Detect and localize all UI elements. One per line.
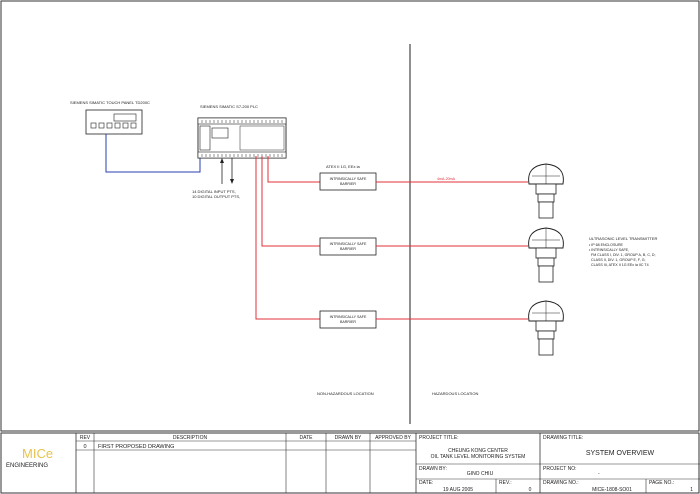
io-label-input: 14 DIGITAL INPUT PTS,: [192, 189, 236, 194]
header-drawn-by: DRAWN BY: [335, 435, 362, 441]
plc-unit: [197, 117, 287, 159]
revision-row-description: FIRST PROPOSED DRAWING: [98, 444, 174, 450]
drawing-title-label: DRAWING TITLE:: [543, 435, 583, 441]
rev-value: 0: [529, 487, 532, 493]
page-no-value: 1: [690, 487, 693, 493]
atex-label: ATEX II 1G, EEx ia: [326, 164, 360, 169]
barrier-2-sublabel: BARRIER: [340, 247, 356, 251]
drawing-no-value: MICE-1808-SO01: [592, 487, 632, 493]
project-title-label: PROJECT TITLE:: [419, 435, 459, 441]
touch-panel-screen: [113, 113, 137, 122]
touch-panel: [85, 109, 143, 135]
drawn-by-value: GINO CHIU: [467, 471, 494, 477]
drawing-no-label: DRAWING NO.:: [543, 480, 579, 486]
signal-line-1-plc: [267, 156, 320, 183]
barrier-3-sublabel: BARRIER: [340, 320, 356, 324]
project-title-line1: CHEUNG KONG CENTER: [448, 448, 508, 454]
transmitter-spec-2: • INTRINSICALLY SAFE,: [589, 248, 629, 252]
drawn-by-label: DRAWN BY:: [419, 466, 447, 472]
transmitter-spec-1: • IP 68 ENCLOSURE: [589, 243, 624, 247]
io-label-output: 10 DIGITAL OUTPUT PTS,: [192, 194, 240, 199]
barrier-3-label: INTRINSICALLY SAFE: [330, 315, 367, 319]
transmitter-spec-4: CLASS II, DIV. 1, GROUP E, F, G;: [591, 258, 646, 262]
project-no-value: -: [598, 471, 600, 477]
header-rev: REV: [80, 435, 91, 441]
signal-line-3-plc: [255, 156, 320, 320]
transmitter-spec-5: CLASS III, ATEX II 1G EEx ia IIC T4: [591, 263, 649, 267]
non-hazardous-label: NON-HAZARDOUS LOCATION: [317, 391, 374, 396]
date-label: DATE:: [419, 480, 433, 486]
rev-label: REV.:: [499, 480, 512, 486]
hazardous-label: HAZARDOUS LOCATION: [432, 391, 478, 396]
barrier-1-sublabel: BARRIER: [340, 182, 356, 186]
header-approved-by: APPROVED BY: [375, 435, 412, 441]
transmitter-title: ULTRASONIC LEVEL TRANSMITTER: [589, 236, 657, 241]
company-logo: MICe: [22, 446, 53, 461]
plc-label: SIEMENS SIMATIC S7-200 PLC: [200, 104, 258, 109]
level-transmitter-2: [528, 227, 564, 283]
header-date: DATE: [300, 435, 314, 441]
barrier-1-label: INTRINSICALLY SAFE: [330, 177, 367, 181]
project-no-label: PROJECT NO:: [543, 466, 577, 472]
signal-label: 4mA-20mA: [437, 177, 456, 181]
level-transmitter-3: [528, 300, 564, 356]
project-title-line2: OIL TANK LEVEL MONITORING SYSTEM: [431, 454, 526, 460]
revision-row-rev: 0: [83, 444, 86, 450]
header-description: DESCRIPTION: [173, 435, 208, 441]
level-transmitter-1: [528, 163, 564, 219]
title-block: MICe ENGINEERING REV DESCRIPTION DATE DR…: [0, 432, 700, 494]
panel-plc-link: [105, 134, 201, 173]
system-diagram: SIEMENS SIMATIC TOUCH PANEL TD200C SIEME…: [0, 0, 700, 432]
barrier-1: INTRINSICALLY SAFE BARRIER: [319, 172, 377, 191]
drawing-frame: [0, 0, 700, 432]
barrier-2-label: INTRINSICALLY SAFE: [330, 242, 367, 246]
company-sub: ENGINEERING: [6, 463, 48, 469]
page-no-label: PAGE NO.:: [649, 480, 674, 486]
barrier-2: INTRINSICALLY SAFE BARRIER: [319, 237, 377, 256]
date-value: 19 AUG 2005: [443, 487, 473, 493]
transmitter-spec-3: FM CLASS I, DIV. 1, GROUP A, B, C, D;: [591, 253, 656, 257]
drawing-title: SYSTEM OVERVIEW: [586, 450, 655, 457]
touch-panel-label: SIEMENS SIMATIC TOUCH PANEL TD200C: [70, 100, 150, 105]
signal-line-2-plc: [261, 156, 320, 247]
barrier-3: INTRINSICALLY SAFE BARRIER: [319, 310, 377, 329]
